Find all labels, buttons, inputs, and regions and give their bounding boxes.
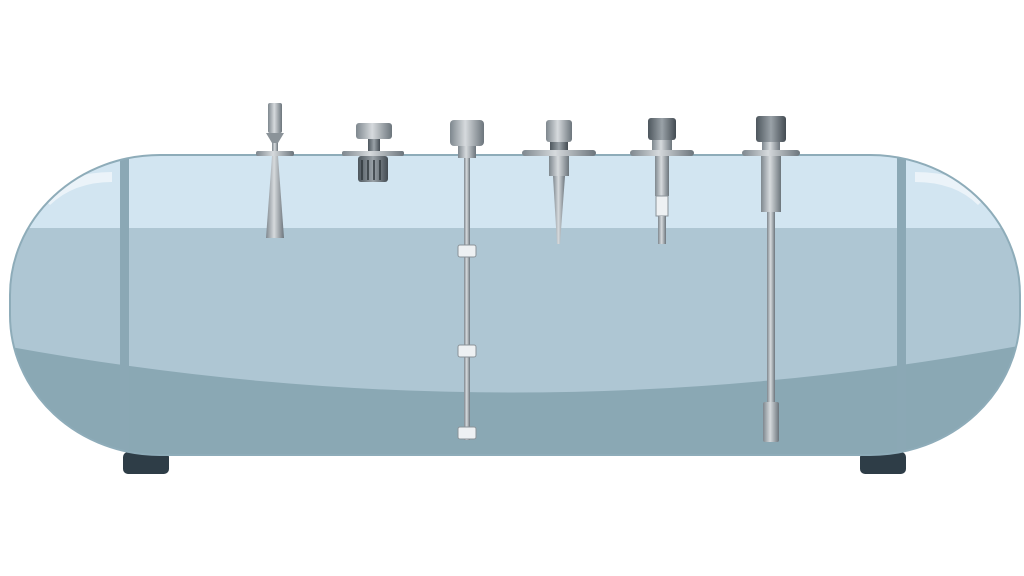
vibrating-fork-level-switch: [342, 123, 404, 182]
magnetostrictive-float-level-transmitter: [450, 120, 484, 440]
tank-band-right: [897, 155, 906, 455]
horn-antenna-radar-level-sensor: [256, 103, 294, 238]
float-upper: [457, 244, 477, 258]
rf-admittance-level-probe: [522, 120, 596, 244]
capacitance-level-probe: [630, 118, 694, 244]
tank-foot-right: [860, 452, 906, 474]
float-lower: [457, 426, 477, 440]
tank-outline: [9, 154, 1021, 456]
float-middle: [457, 344, 477, 358]
tank-body: [10, 155, 1020, 455]
guided-wave-radar-rod-probe: [742, 116, 800, 442]
tank-band-left: [120, 155, 129, 455]
tank-foot-left: [123, 452, 169, 474]
